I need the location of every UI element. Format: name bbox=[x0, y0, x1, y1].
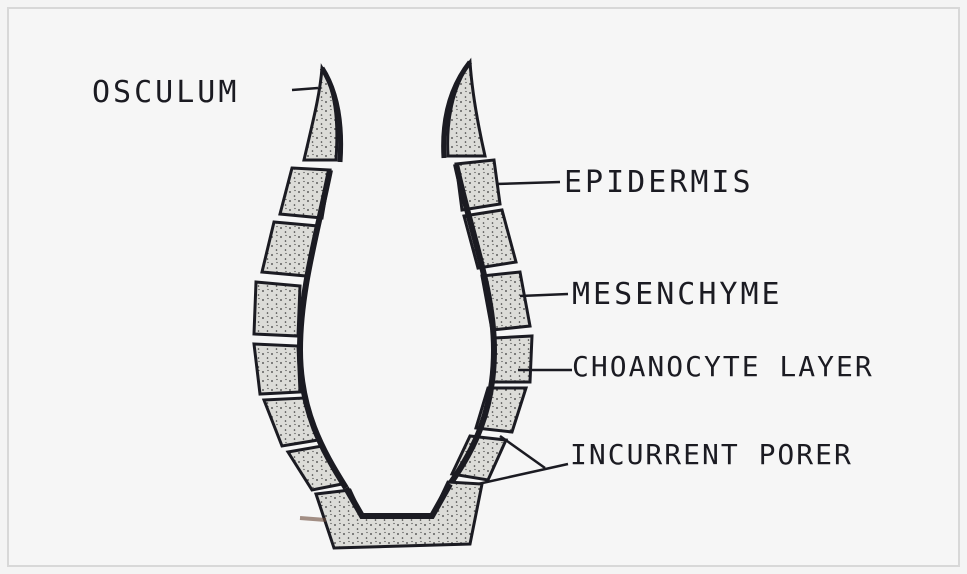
label-epidermis: EPIDERMIS bbox=[564, 165, 754, 200]
label-choanocyte-layer: CHOANOCYTE LAYER bbox=[572, 350, 874, 383]
base-smudge bbox=[300, 518, 326, 520]
label-mesenchyme: MESENCHYME bbox=[572, 277, 783, 312]
wall-segment bbox=[254, 282, 300, 336]
label-osculum: OSCULUM bbox=[92, 75, 239, 110]
label-incurrent-pores: INCURRENT PORER bbox=[570, 438, 853, 471]
wall-segment bbox=[492, 336, 532, 382]
wall-segment bbox=[254, 344, 300, 394]
